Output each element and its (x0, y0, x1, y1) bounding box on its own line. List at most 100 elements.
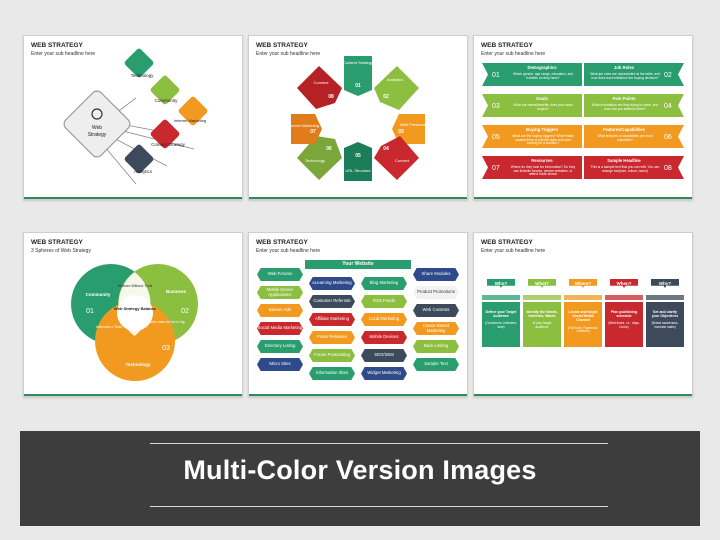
column-text: Set and clarify your Objectives (651, 310, 679, 319)
slide-subtitle: Enter your sub headline here (481, 51, 546, 57)
row-heading: Resources (531, 158, 553, 163)
item-label: Technology (131, 73, 155, 78)
center-label-1: Web (92, 125, 102, 131)
channel-tag: Customer Referrals (309, 295, 355, 308)
sphere-number: 03 (162, 345, 170, 352)
column-bar (523, 295, 561, 300)
row-heading: Features/Capabilities (603, 127, 646, 132)
slide-thumbnail-3[interactable]: WEB STRATEGY Enter your sub headline her… (473, 35, 693, 200)
channel-tag: Product Promotions (413, 286, 459, 299)
slide-subtitle: Enter your sub headline here (31, 51, 96, 57)
cycle-number: 06 (326, 146, 332, 152)
row-description: What job roles are represented at the ta… (590, 72, 660, 80)
slide-thumbnail-4[interactable]: WEB STRATEGY 3 Spheres of Web Strategy C… (23, 232, 243, 397)
cycle-number: 02 (383, 94, 389, 100)
row-heading: Pain Points (613, 96, 636, 101)
slide-title: WEB STRATEGY (31, 42, 83, 49)
row-description: This is a sample text that you can edit.… (590, 165, 660, 173)
center-diamond (63, 90, 131, 158)
sphere-number: 02 (181, 308, 189, 315)
cycle-label: Internet Marketing (287, 123, 319, 128)
row-number: 08 (664, 165, 672, 172)
item-label: Internet Marketing (174, 118, 206, 123)
column-body: Define your Target Audience(Customers, f… (482, 302, 520, 347)
slide-title: WEB STRATEGY (256, 239, 308, 246)
cycle-label: Web Presence (400, 122, 427, 127)
sphere-label: Community (86, 292, 111, 297)
banner-title: Multi-Color Version Images (183, 455, 537, 485)
channel-tag: Blog Marketing (361, 277, 407, 290)
sphere-label: Technology (126, 362, 151, 367)
column-bar (646, 295, 684, 300)
row-number: 01 (492, 72, 500, 79)
column-note: (Best times, i.e., days, hours) (608, 321, 640, 330)
channel-tag: Web Forums (257, 268, 303, 281)
cycle-number: 03 (398, 129, 404, 135)
slide-subtitle: Enter your sub headline here (256, 248, 321, 254)
row-description: Where do they look for information? Do t… (510, 165, 576, 177)
web-strategy-diagram: Web Strategy Technology Community Intern… (63, 48, 208, 185)
channel-tag: Widget Marketing (361, 367, 407, 380)
item-label: Community (155, 98, 179, 103)
cycle-label: URL Structure (345, 168, 371, 173)
venn-diagram: Community 01 Business 02 Technology 03 H… (71, 264, 198, 381)
row-number: 07 (492, 165, 500, 172)
channel-tag: Cause-Based Marketing (413, 322, 459, 335)
column-tag: Who? (487, 279, 515, 288)
channel-tag: Sample Text (413, 358, 459, 371)
slide-subtitle: Enter your sub headline here (481, 248, 546, 254)
slide-title: WEB STRATEGY (481, 239, 533, 246)
slide-subtitle: 3 Spheres of Web Strategy (31, 248, 91, 254)
slide-title: WEB STRATEGY (256, 42, 308, 49)
column-tag: Where? (569, 279, 597, 288)
channel-tag: Web Contests (413, 304, 459, 317)
sphere-label: Business (166, 289, 187, 294)
channel-tag: Micro Sites (257, 358, 303, 371)
channel-tag: SEO/SEM (361, 349, 407, 362)
channel-tag: eLearning Marketing (309, 277, 355, 290)
channel-tag: Share Modules (413, 268, 459, 281)
center-label-2: Strategy (88, 132, 107, 138)
column-tag: When? (610, 279, 638, 288)
slide-title: WEB STRATEGY (31, 239, 83, 246)
overlap-label: Prioritized costs for low to hig (142, 320, 185, 324)
channel-tag: Mobile Devices (361, 331, 407, 344)
channel-tag: Local Marketing (361, 313, 407, 326)
slide-thumbnail-6[interactable]: WEB STRATEGY Enter your sub headline her… (473, 232, 693, 397)
column-text: Locate and target Social Media Channel (568, 310, 598, 323)
channel-tag: Banner Ads (257, 304, 303, 317)
row-heading: Buying Triggers (526, 127, 559, 132)
column-bar (564, 295, 602, 300)
overlap-label: Hellbom Without Tools (118, 284, 153, 288)
channel-tag: Back Linking (413, 340, 459, 353)
row-heading: Job Roles (614, 65, 635, 70)
column-note: (YouTube, Facebook, LinkedIn) (567, 325, 599, 334)
cycle-number: 04 (383, 146, 389, 152)
column-note: of your target audience (532, 321, 552, 330)
column-text: Define your Target Audience (485, 310, 517, 319)
cycle-number: 07 (310, 129, 316, 135)
bottom-banner: Multi-Color Version Images (20, 431, 700, 526)
cycle-label: Convert (395, 158, 410, 163)
column-note: (Brand awareness, increase sales) (651, 321, 679, 330)
cycle-label: Connect (314, 80, 330, 85)
item-label: Analytics (134, 169, 153, 174)
cycle-number: 05 (355, 153, 361, 159)
website-heading: Your Website (305, 260, 411, 269)
cycle-number: 01 (355, 83, 361, 89)
channel-tag: Mobile Device Applications (257, 286, 303, 299)
row-description: What features or capabilities are most i… (597, 134, 653, 142)
banner-divider-top (150, 443, 608, 444)
cycle-label: Technology (305, 158, 325, 163)
channel-tag: Information Sites (309, 367, 355, 380)
row-description: What are the buying triggers? What final… (512, 134, 574, 146)
channel-tag: Press Releases (309, 331, 355, 344)
row-description: What frustrations are they trying to sol… (591, 103, 659, 111)
slide-thumbnail-2[interactable]: WEB STRATEGY Enter your sub headline her… (248, 35, 468, 200)
personas-grid: 01 Demographics 02 Job Roles 03 Goals 04… (482, 63, 684, 179)
slide-thumbnail-1[interactable]: WEB STRATEGY Enter your sub headline her… (23, 35, 243, 200)
octagon-cycle-diagram: Content Strategy 01 Analytics 02 Web Pre… (287, 56, 427, 181)
slide-thumbnail-5[interactable]: WEB STRATEGY Enter your sub headline her… (248, 232, 468, 397)
